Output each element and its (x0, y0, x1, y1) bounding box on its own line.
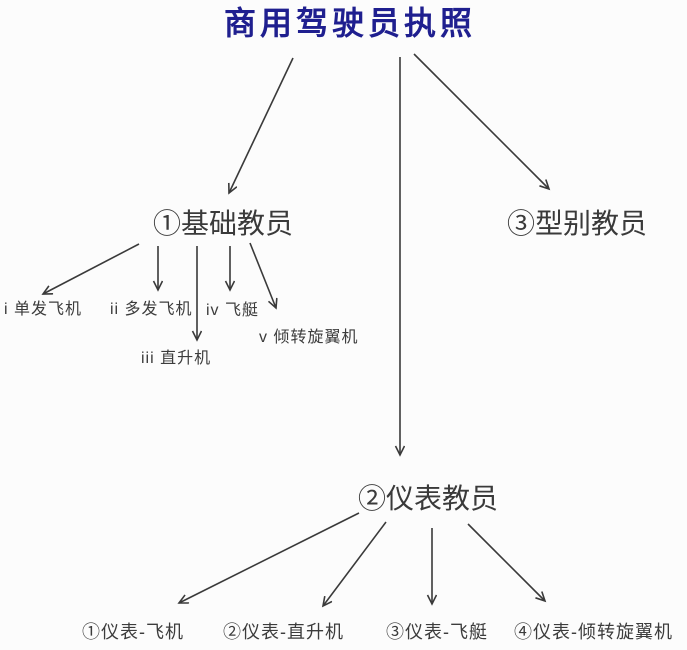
arrow-title-to-basic-instructor (229, 57, 294, 193)
leaf-instrument-airship: ③仪表-飞艇 (386, 622, 488, 642)
arrow-instrument-to-airplane (179, 512, 360, 603)
node-instrument-instructor: ②仪表教员 (358, 483, 499, 514)
leaf-tiltrotor: v 倾转旋翼机 (259, 329, 359, 346)
leaf-helicopter: iii 直升机 (141, 350, 212, 367)
arrow-instrument-to-tiltrotor (467, 523, 545, 601)
diagram-title: 商用驾驶员执照 (224, 5, 477, 41)
leaf-instrument-airplane: ①仪表-飞机 (82, 622, 184, 642)
node-type-rating-instructor: ③型别教员 (507, 208, 648, 239)
leaf-multi-engine-airplane: ii 多发飞机 (110, 301, 193, 318)
node-basic-instructor: ①基础教员 (153, 208, 294, 239)
arrow-basic-to-tiltrotor (249, 242, 276, 308)
arrow-basic-to-single-engine (43, 243, 140, 294)
arrow-instrument-to-helicopter (323, 521, 387, 606)
arrow-title-to-type-rating-instructor (413, 53, 549, 189)
leaf-instrument-helicopter: ②仪表-直升机 (223, 622, 344, 642)
leaf-instrument-tiltrotor: ④仪表-倾转旋翼机 (514, 622, 673, 642)
leaf-airship: iv 飞艇 (206, 302, 260, 319)
leaf-single-engine-airplane: i 单发飞机 (4, 301, 83, 318)
